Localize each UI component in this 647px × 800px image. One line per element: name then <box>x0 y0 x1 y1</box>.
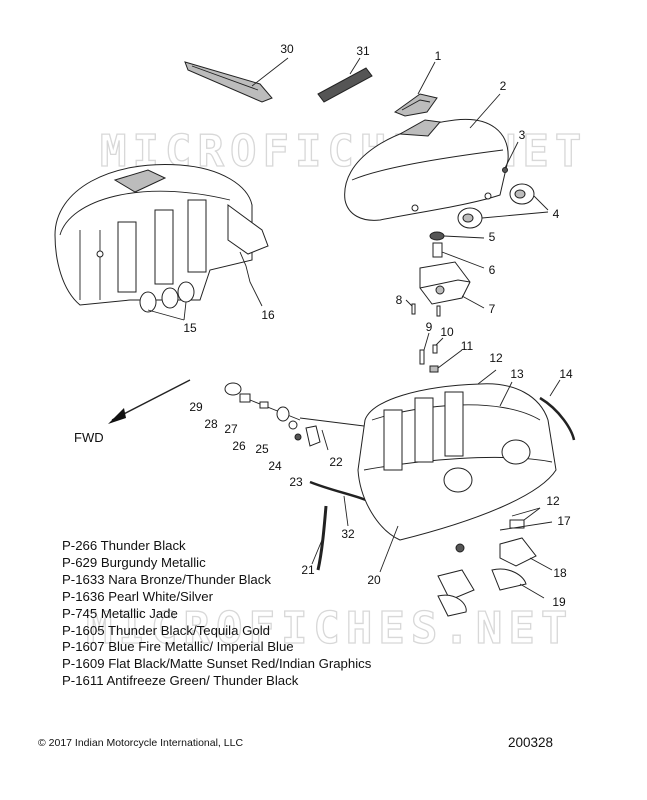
forward-arrow: FWD <box>74 379 191 445</box>
callout-31: 31 <box>356 44 370 58</box>
callout-16: 16 <box>261 308 275 322</box>
callout-23: 23 <box>289 475 303 489</box>
grommet-part-5 <box>429 231 485 241</box>
callout-24: 24 <box>268 459 282 473</box>
lock-cylinder-part-6 <box>432 242 485 269</box>
paint-code-legend: P-266 Thunder Black P-629 Burgundy Metal… <box>62 538 371 690</box>
callout-2: 2 <box>500 79 507 93</box>
saddlebag-assembly-left <box>54 163 269 321</box>
callout-11: 11 <box>461 339 474 353</box>
paint-code-item: P-1607 Blue Fire Metallic/ Imperial Blue <box>62 639 294 655</box>
callout-28: 28 <box>204 417 218 431</box>
paint-code-item: P-1605 Thunder Black/Tequila Gold <box>62 622 270 638</box>
callout-5: 5 <box>489 230 496 244</box>
callout-1: 1 <box>435 49 442 63</box>
callout-21: 21 <box>301 563 315 577</box>
callout-26: 26 <box>232 439 246 453</box>
callout-15: 15 <box>183 321 197 335</box>
hinge-part-4 <box>457 183 549 229</box>
callout-20: 20 <box>367 573 381 587</box>
paint-code-item: P-266 Thunder Black <box>62 538 186 553</box>
diagram-id: 200328 <box>508 735 554 750</box>
callout-3: 3 <box>519 128 526 142</box>
callout-13: 13 <box>510 367 524 381</box>
callout-32: 32 <box>341 527 355 541</box>
callout-labels: 30 31 1 2 3 4 5 6 7 8 9 10 11 12 13 14 1… <box>183 42 573 609</box>
callout-8: 8 <box>396 293 403 307</box>
saddlebag-body-part-20 <box>357 369 557 573</box>
paint-code-item: P-1636 Pearl White/Silver <box>62 588 213 604</box>
callout-9: 9 <box>426 320 433 334</box>
edge-trim-part-14 <box>539 379 576 441</box>
callout-29: 29 <box>189 400 203 414</box>
paint-code-item: P-1633 Nara Bronze/Thunder Black <box>62 571 271 587</box>
screw-part-8 <box>405 299 441 317</box>
seal-strip-part-31 <box>317 57 373 103</box>
latch-mechanism-part-7 <box>419 261 485 309</box>
paint-code-item: P-745 Metallic Jade <box>62 605 178 621</box>
mounting-hardware <box>224 382 381 451</box>
paint-code-item: P-1611 Antifreeze Green/ Thunder Black <box>62 673 299 689</box>
seal-part-32-21 <box>309 480 367 571</box>
callout-30: 30 <box>280 42 294 56</box>
saddlebag-lid-part-2 <box>344 93 509 221</box>
callout-12-lower: 12 <box>546 494 560 508</box>
callout-7: 7 <box>489 302 496 316</box>
callout-19: 19 <box>552 595 566 609</box>
callout-4: 4 <box>553 207 560 221</box>
copyright-notice: © 2017 Indian Motorcycle International, … <box>38 737 244 749</box>
trim-strip-part-30 <box>184 57 289 103</box>
callout-12: 12 <box>489 351 503 365</box>
watermark-bottom: MICROFICHES.NET <box>86 603 573 654</box>
lower-brackets <box>437 507 553 617</box>
latch-handle-part-1 <box>393 61 438 117</box>
fasteners-part-9-10-11 <box>419 332 463 373</box>
callout-10: 10 <box>440 325 454 339</box>
callout-6: 6 <box>489 263 496 277</box>
callout-25: 25 <box>255 442 269 456</box>
callout-17: 17 <box>557 514 571 528</box>
forward-label: FWD <box>74 430 104 445</box>
screw-part-3 <box>502 141 519 173</box>
callout-14: 14 <box>559 367 573 381</box>
callout-22: 22 <box>329 455 343 469</box>
callout-27: 27 <box>224 422 238 436</box>
paint-code-item: P-629 Burgundy Metallic <box>62 554 206 570</box>
callout-18: 18 <box>553 566 567 580</box>
paint-code-item: P-1609 Flat Black/Matte Sunset Red/India… <box>62 656 372 672</box>
